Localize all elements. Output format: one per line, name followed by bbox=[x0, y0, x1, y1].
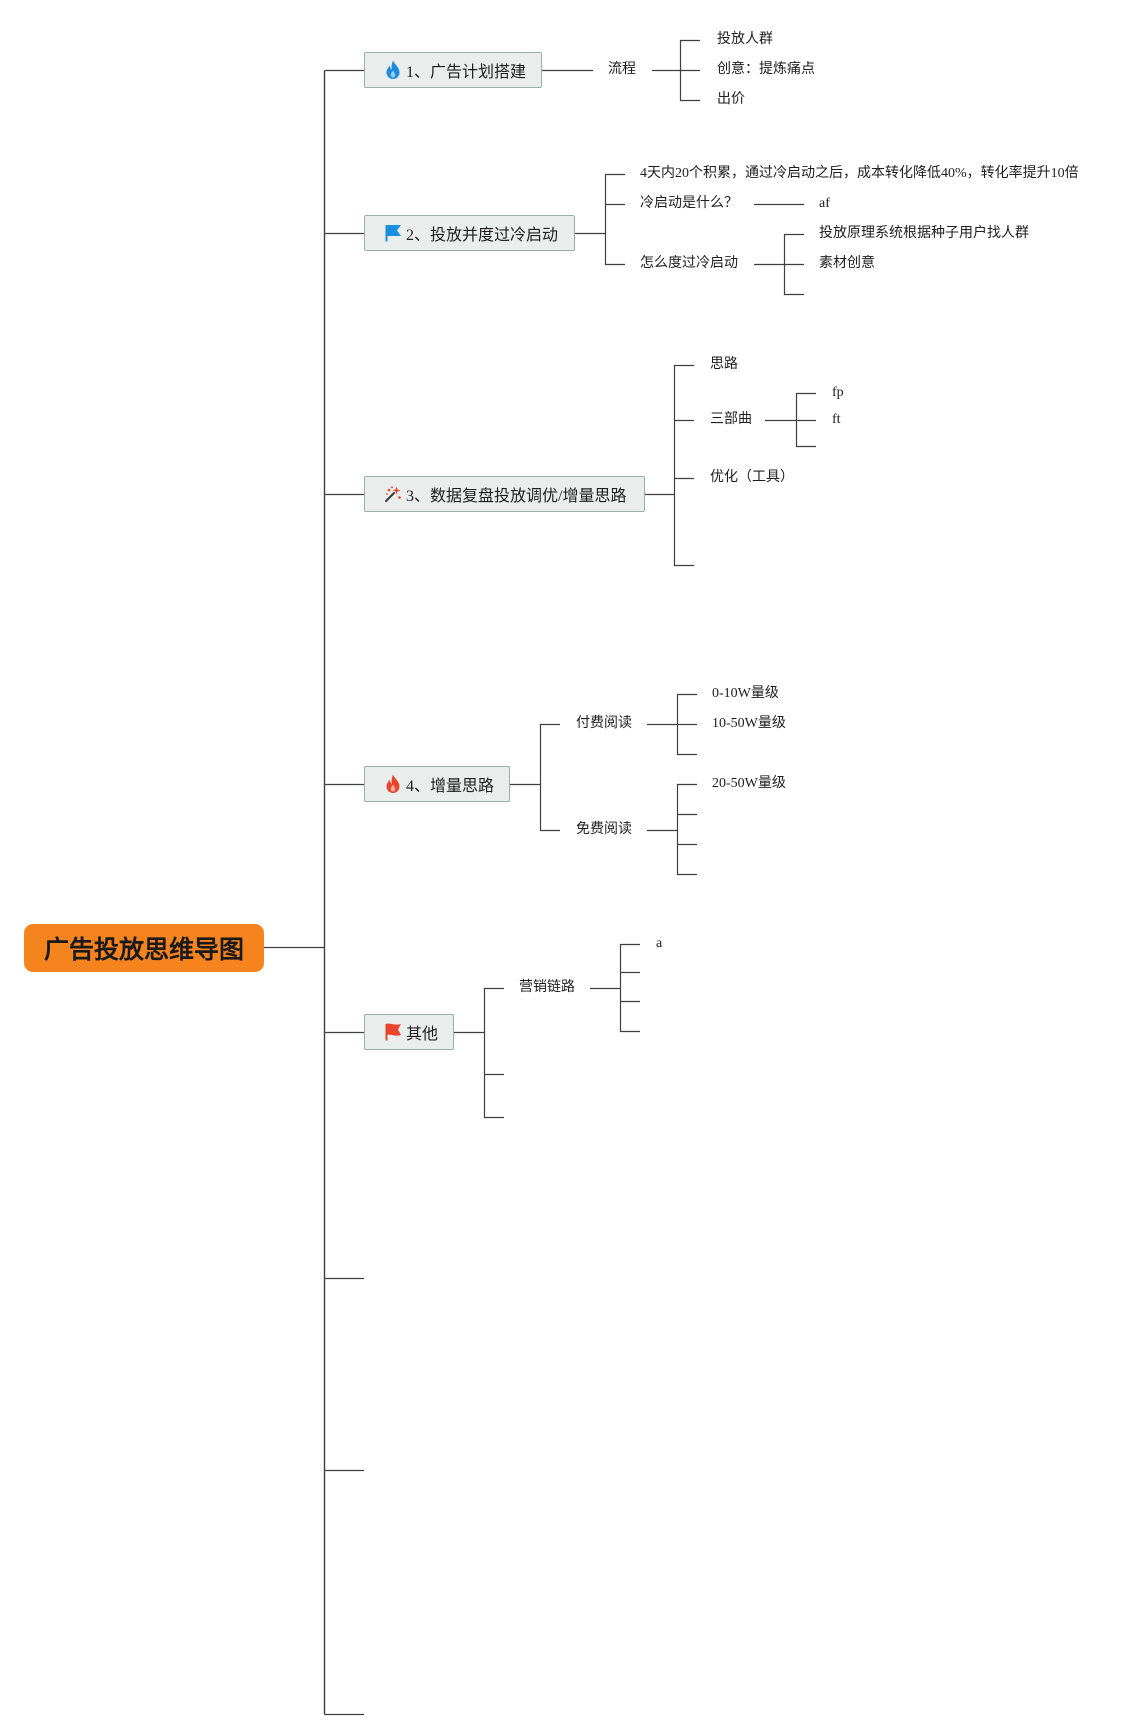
leaf-a[interactable]: a bbox=[656, 936, 663, 951]
magic-wand-icon bbox=[384, 484, 402, 504]
leaf-target-audience[interactable]: 投放人群 bbox=[717, 32, 773, 47]
leaf-af[interactable]: af bbox=[819, 196, 830, 211]
root-label: 广告投放思维导图 bbox=[43, 936, 244, 964]
branch-label: 其他 bbox=[406, 1026, 439, 1043]
branch-node-data-review[interactable]: 3、数据复盘投放调优/增量思路 bbox=[364, 476, 645, 512]
leaf-cold-start-result[interactable]: 4天内20个积累，通过冷启动之后，成本转化降低40%，转化率提升10倍 bbox=[640, 166, 1079, 181]
leaf-scale-0-10w[interactable]: 0-10W量级 bbox=[712, 686, 779, 701]
leaf-fp[interactable]: fp bbox=[832, 385, 844, 400]
subtopic-approach[interactable]: 思路 bbox=[710, 357, 738, 372]
flame-icon bbox=[384, 60, 402, 80]
branch-node-growth[interactable]: 4、增量思路 bbox=[364, 766, 510, 802]
leaf-delivery-principle[interactable]: 投放原理系统根据种子用户找人群 bbox=[819, 226, 1029, 241]
subtopic-process[interactable]: 流程 bbox=[608, 62, 636, 77]
bracket-line bbox=[619, 943, 640, 1033]
subtopic-paid-reading[interactable]: 付费阅读 bbox=[576, 716, 632, 731]
leaf-scale-10-50w[interactable]: 10-50W量级 bbox=[712, 716, 786, 731]
flag-icon bbox=[384, 223, 402, 243]
branch-label: 1、广告计划搭建 bbox=[406, 64, 527, 81]
branch-label: 4、增量思路 bbox=[406, 778, 495, 795]
bracket-line bbox=[483, 987, 504, 1119]
branch-label: 3、数据复盘投放调优/增量思路 bbox=[406, 488, 627, 505]
subtopic-how-to-pass-cold-start[interactable]: 怎么度过冷启动 bbox=[640, 256, 738, 271]
leaf-creative-pain-points[interactable]: 创意：提炼痛点 bbox=[717, 62, 815, 77]
root-node[interactable]: 广告投放思维导图 bbox=[24, 924, 264, 972]
leaf-bidding[interactable]: 出价 bbox=[717, 92, 745, 107]
leaf-material-creative[interactable]: 素材创意 bbox=[819, 256, 875, 271]
leaf-scale-20-50w[interactable]: 20-50W量级 bbox=[712, 776, 786, 791]
bracket-line bbox=[539, 723, 560, 832]
bracket-line bbox=[676, 783, 697, 876]
subtopic-marketing-funnel[interactable]: 营销链路 bbox=[519, 980, 575, 995]
branch-node-campaign-setup[interactable]: 1、广告计划搭建 bbox=[364, 52, 542, 88]
subtopic-free-reading[interactable]: 免费阅读 bbox=[576, 822, 632, 837]
bracket-line bbox=[604, 173, 625, 266]
branch-node-cold-start[interactable]: 2、投放并度过冷启动 bbox=[364, 215, 575, 251]
flame-icon bbox=[384, 774, 402, 794]
branch-node-other[interactable]: 其他 bbox=[364, 1014, 454, 1050]
branch-label: 2、投放并度过冷启动 bbox=[406, 227, 559, 244]
bracket-line bbox=[673, 364, 694, 567]
flag-icon bbox=[384, 1022, 402, 1042]
subtopic-optimization-tools[interactable]: 优化（工具） bbox=[710, 470, 794, 485]
leaf-ft[interactable]: ft bbox=[832, 412, 841, 427]
subtopic-what-is-cold-start[interactable]: 冷启动是什么？ bbox=[640, 196, 738, 211]
subtopic-trilogy[interactable]: 三部曲 bbox=[710, 412, 752, 427]
